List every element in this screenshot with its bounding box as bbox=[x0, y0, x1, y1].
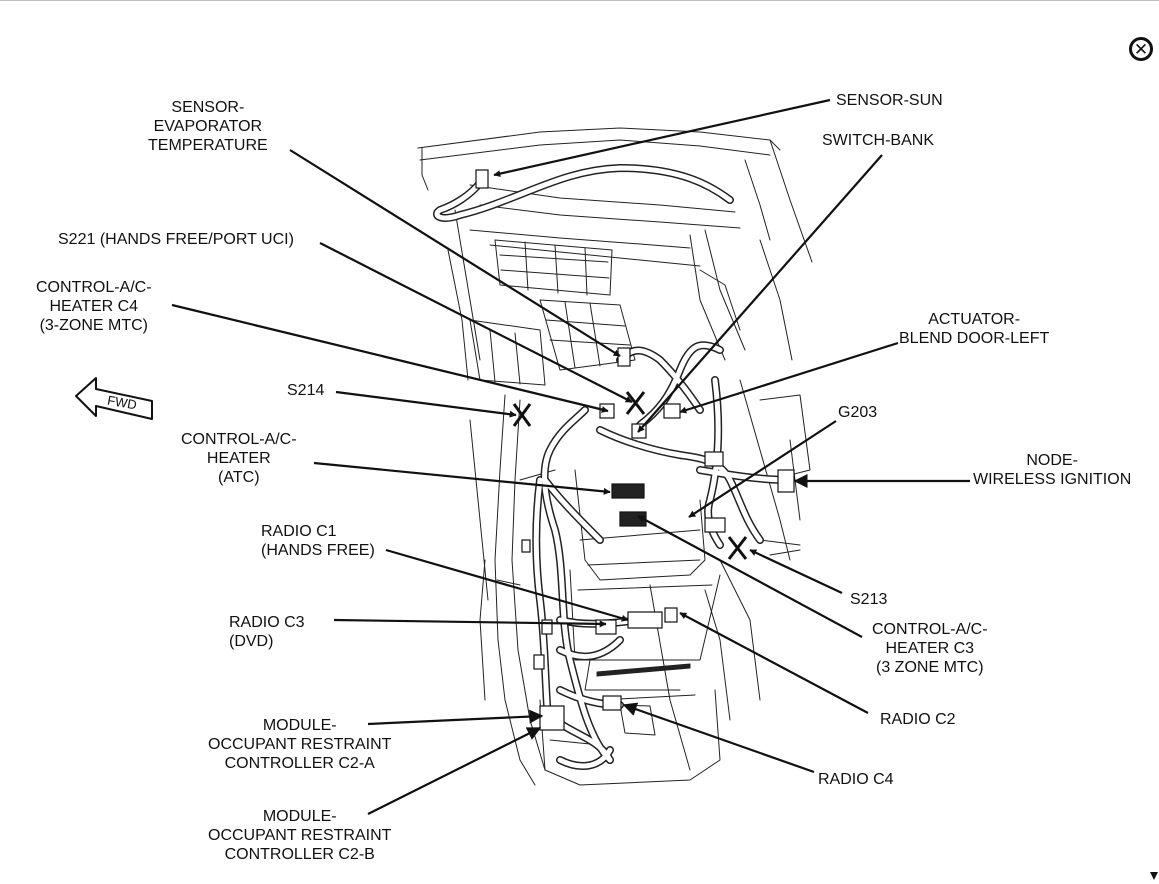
label-actuator-blend-door-left: ACTUATOR- BLEND DOOR-LEFT bbox=[899, 311, 1050, 347]
label-s213: S213 bbox=[850, 591, 888, 608]
top-border bbox=[0, 0, 1159, 1]
splice-marks bbox=[512, 391, 748, 560]
label-control-ac-heater-c3: CONTROL-A/C- HEATER C3 (3 ZONE MTC) bbox=[872, 621, 988, 676]
label-radio-c1: RADIO C1 (HANDS FREE) bbox=[261, 523, 375, 559]
close-icon[interactable]: ✕ bbox=[1129, 37, 1153, 61]
label-s221: S221 (HANDS FREE/PORT UCI) bbox=[58, 231, 294, 248]
label-radio-c3: RADIO C3 (DVD) bbox=[229, 614, 305, 650]
corner-mark bbox=[1150, 872, 1158, 880]
leader-lines bbox=[171, 98, 970, 815]
label-switch-bank: SWITCH-BANK bbox=[822, 132, 934, 149]
instrument-panel-illustration bbox=[417, 127, 813, 786]
label-radio-c4: RADIO C4 bbox=[818, 771, 894, 788]
label-s214: S214 bbox=[287, 382, 325, 399]
label-module-orc-c2a: MODULE- OCCUPANT RESTRAINT CONTROLLER C2… bbox=[208, 717, 392, 772]
fwd-arrow-icon: FWD bbox=[75, 377, 153, 420]
label-radio-c2: RADIO C2 bbox=[880, 711, 956, 728]
label-sensor-sun: SENSOR-SUN bbox=[836, 92, 943, 109]
fwd-label: FWD bbox=[106, 393, 138, 413]
label-module-orc-c2b: MODULE- OCCUPANT RESTRAINT CONTROLLER C2… bbox=[208, 808, 392, 863]
connectors bbox=[475, 169, 795, 731]
label-node-wireless-ignition: NODE- WIRELESS IGNITION bbox=[973, 452, 1132, 488]
label-sensor-evaporator-temperature: SENSOR- EVAPORATOR TEMPERATURE bbox=[148, 99, 268, 154]
label-control-ac-heater-atc: CONTROL-A/C- HEATER (ATC) bbox=[181, 431, 297, 486]
label-control-ac-heater-c4: CONTROL-A/C- HEATER C4 (3-ZONE MTC) bbox=[36, 279, 152, 334]
label-g203: G203 bbox=[838, 404, 878, 421]
